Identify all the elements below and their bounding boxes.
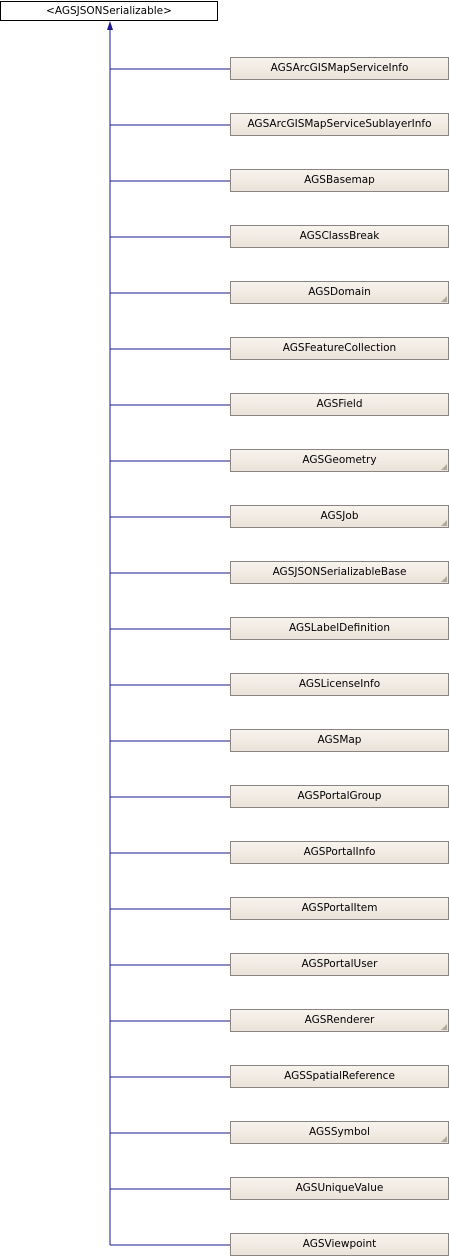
class-node[interactable]: AGSFeatureCollection xyxy=(230,337,449,360)
class-node-label: AGSLabelDefinition xyxy=(289,622,390,634)
class-node[interactable]: AGSDomain xyxy=(230,281,449,304)
class-node-label: AGSViewpoint xyxy=(302,1238,377,1250)
class-node-label: AGSField xyxy=(316,398,363,410)
class-node[interactable]: AGSUniqueValue xyxy=(230,1177,449,1200)
class-node[interactable]: AGSJob xyxy=(230,505,449,528)
class-node[interactable]: AGSJSONSerializableBase xyxy=(230,561,449,584)
class-node-label: AGSPortalItem xyxy=(301,902,378,914)
class-node[interactable]: AGSPortalInfo xyxy=(230,841,449,864)
has-subclasses-fold-icon xyxy=(441,1024,447,1030)
class-node-label: AGSJSONSerializableBase xyxy=(272,566,407,578)
class-node-label: AGSGeometry xyxy=(302,454,377,466)
class-node[interactable]: AGSBasemap xyxy=(230,169,449,192)
class-node[interactable]: AGSArcGISMapServiceSublayerInfo xyxy=(230,113,449,136)
class-node[interactable]: AGSViewpoint xyxy=(230,1233,449,1256)
class-node[interactable]: AGSMap xyxy=(230,729,449,752)
class-node-label: AGSMap xyxy=(317,734,362,746)
class-node-label: AGSFeatureCollection xyxy=(282,342,397,354)
class-node-label: AGSPortalUser xyxy=(301,958,378,970)
class-node[interactable]: AGSGeometry xyxy=(230,449,449,472)
class-node-label: AGSSpatialReference xyxy=(284,1070,395,1082)
class-node[interactable]: AGSSymbol xyxy=(230,1121,449,1144)
class-node-label: AGSSymbol xyxy=(309,1126,370,1138)
has-subclasses-fold-icon xyxy=(441,296,447,302)
class-node[interactable]: AGSClassBreak xyxy=(230,225,449,248)
has-subclasses-fold-icon xyxy=(441,576,447,582)
class-node-label: AGSArcGISMapServiceInfo xyxy=(270,62,409,74)
class-node[interactable]: AGSLicenseInfo xyxy=(230,673,449,696)
class-node-label: AGSArcGISMapServiceSublayerInfo xyxy=(247,118,432,130)
inheritance-arrow-icon xyxy=(107,21,113,30)
class-node[interactable]: AGSField xyxy=(230,393,449,416)
has-subclasses-fold-icon xyxy=(441,464,447,470)
class-node-label: AGSRenderer xyxy=(304,1014,375,1026)
class-node-label: AGSDomain xyxy=(308,286,371,298)
class-node[interactable]: AGSSpatialReference xyxy=(230,1065,449,1088)
class-node-label: AGSPortalInfo xyxy=(303,846,376,858)
class-node-label: AGSLicenseInfo xyxy=(298,678,381,690)
class-node-label: AGSJob xyxy=(320,510,359,522)
class-node[interactable]: AGSPortalUser xyxy=(230,953,449,976)
base-class-node: <AGSJSONSerializable> xyxy=(0,1,218,21)
class-node-label: AGSUniqueValue xyxy=(295,1182,384,1194)
class-node[interactable]: AGSPortalItem xyxy=(230,897,449,920)
has-subclasses-fold-icon xyxy=(441,520,447,526)
class-node[interactable]: AGSPortalGroup xyxy=(230,785,449,808)
class-node[interactable]: AGSRenderer xyxy=(230,1009,449,1032)
class-node[interactable]: AGSLabelDefinition xyxy=(230,617,449,640)
class-node-label: AGSBasemap xyxy=(304,174,375,186)
class-node[interactable]: AGSArcGISMapServiceInfo xyxy=(230,57,449,80)
has-subclasses-fold-icon xyxy=(441,1136,447,1142)
class-node-label: AGSClassBreak xyxy=(299,230,380,242)
class-node-label: AGSPortalGroup xyxy=(297,790,382,802)
